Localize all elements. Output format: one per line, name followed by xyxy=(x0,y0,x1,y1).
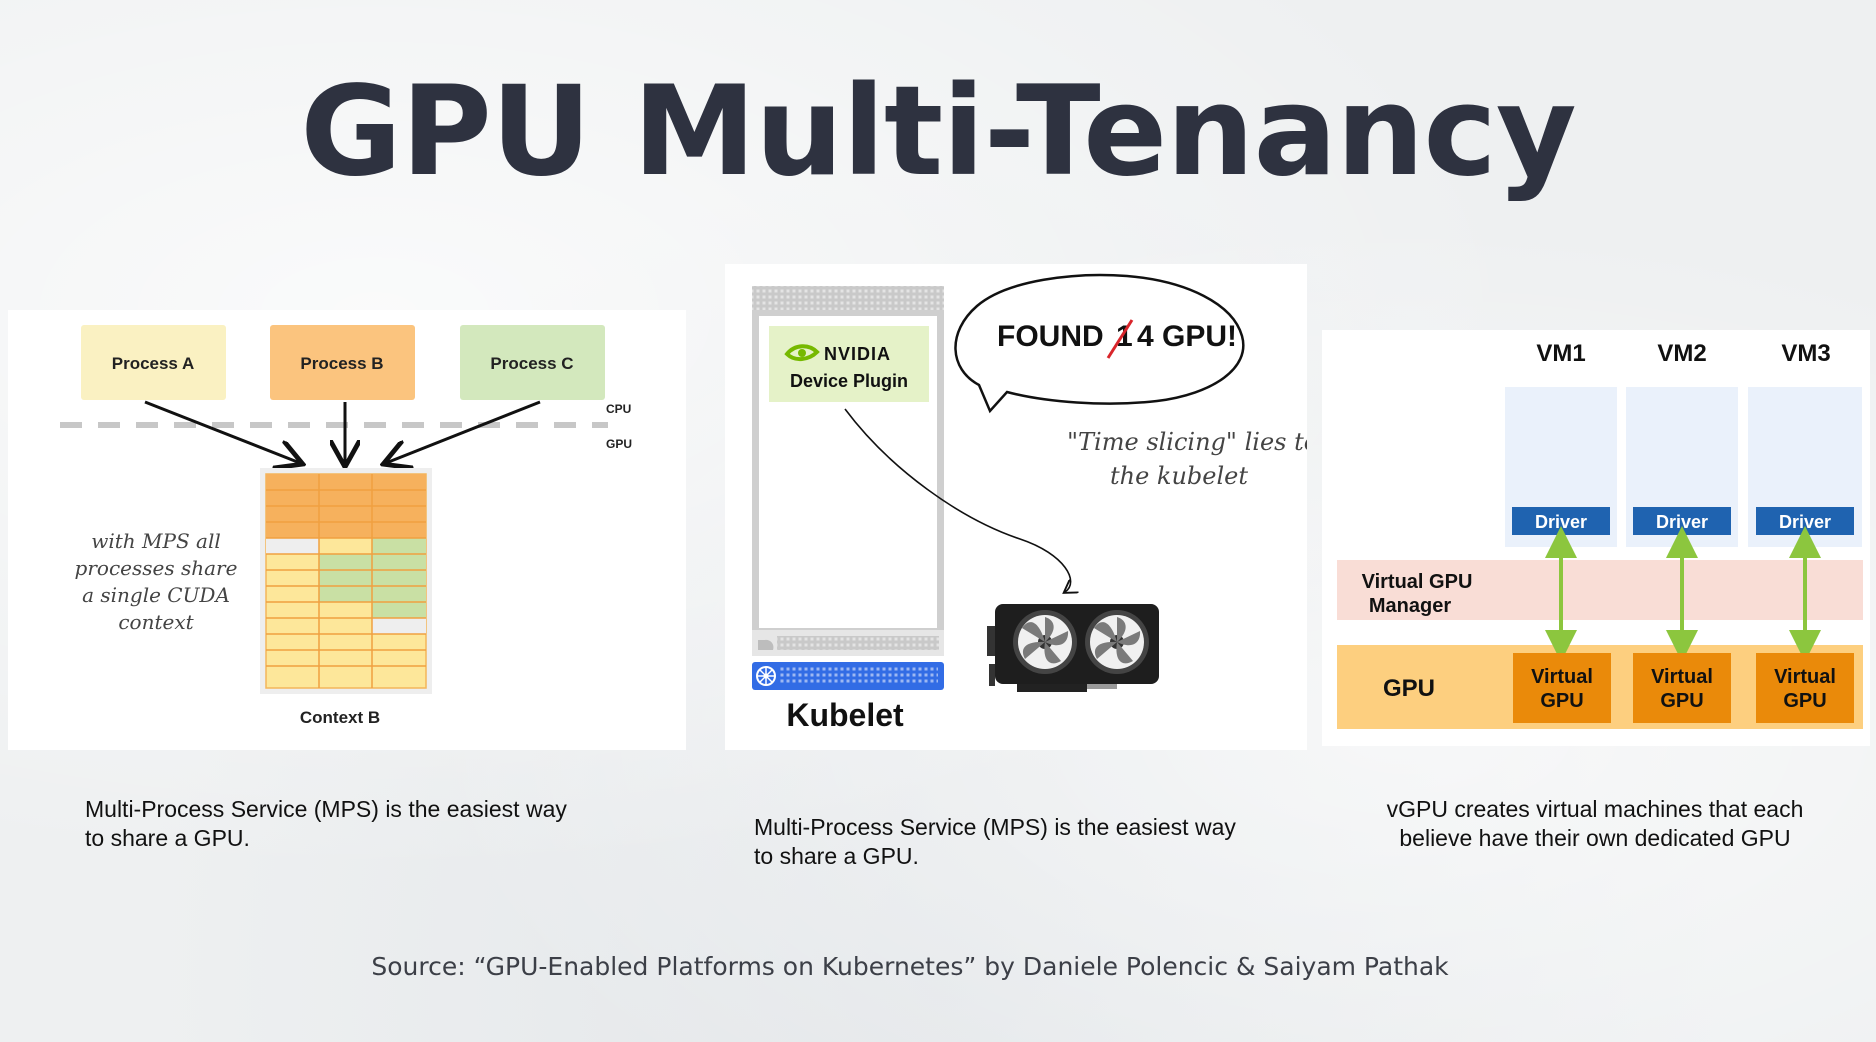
bubble-found: FOUND xyxy=(997,320,1104,353)
svg-text:Driver: Driver xyxy=(1779,512,1831,532)
vm1-column: VM1 Driver Virtual GPU xyxy=(1505,340,1617,723)
mps-diagram-svg: Process A Process B Process C CPU GPU xyxy=(60,325,632,727)
svg-text:GPU: GPU xyxy=(1540,690,1583,712)
timeslicing-note: "Time slicing" lies to the kubelet xyxy=(1067,428,1318,490)
svg-text:GPU: GPU xyxy=(1783,690,1826,712)
kubelet-label: Kubelet xyxy=(786,697,904,733)
process-c-box: Process C xyxy=(460,325,605,400)
mps-diagram: Process A Process B Process C CPU GPU xyxy=(8,310,686,750)
context-label: Context B xyxy=(300,708,380,727)
manager-label-line1: Virtual GPU xyxy=(1362,571,1473,593)
svg-text:context: context xyxy=(118,610,194,634)
gpu-card-icon xyxy=(987,604,1159,692)
cpu-label: CPU xyxy=(606,402,631,416)
svg-text:with MPS all: with MPS all xyxy=(91,529,221,553)
vgpu-caption: vGPU creates virtual machines that each … xyxy=(1386,796,1804,851)
runtime-strip xyxy=(752,630,944,656)
arrow-process-c xyxy=(386,400,541,463)
svg-text:a single CUDA: a single CUDA xyxy=(82,583,230,607)
svg-text:Driver: Driver xyxy=(1656,512,1708,532)
bubble-rest: 4 GPU! xyxy=(1137,320,1237,353)
svg-text:Virtual: Virtual xyxy=(1774,666,1836,688)
nvidia-label: NVIDIA xyxy=(824,344,891,364)
vm2-label: VM2 xyxy=(1657,340,1706,367)
process-b-label: Process B xyxy=(300,354,383,373)
arrow-process-a xyxy=(144,400,300,463)
svg-text:"Time slicing" lies to: "Time slicing" lies to xyxy=(1067,428,1307,456)
plugin-to-gpu-arrow xyxy=(844,408,1071,592)
nvidia-logo-icon xyxy=(784,344,820,361)
source-citation: Source: “GPU-Enabled Platforms on Kubern… xyxy=(371,952,1449,981)
vm3-column: VM3 Driver Virtual GPU xyxy=(1748,340,1862,723)
kubelet-bar xyxy=(752,662,944,690)
slide-title: GPU Multi-Tenancy xyxy=(300,60,1577,204)
docker-icon xyxy=(758,639,774,650)
device-plugin-box: NVIDIA Device Plugin xyxy=(769,326,929,402)
mps-caption: Multi-Process Service (MPS) is the easie… xyxy=(85,796,567,851)
svg-text:processes share: processes share xyxy=(75,556,238,580)
timeslicing-caption: Multi-Process Service (MPS) is the easie… xyxy=(754,814,1236,869)
vm3-label: VM3 xyxy=(1781,340,1830,367)
process-a-box: Process A xyxy=(81,325,226,400)
vm1-virtual-gpu xyxy=(1513,653,1611,723)
svg-text:Virtual: Virtual xyxy=(1531,666,1593,688)
vgpu-diagram: Virtual GPU Manager GPU VM1 Driver Virtu… xyxy=(1322,330,1870,746)
svg-text:Driver: Driver xyxy=(1535,512,1587,532)
kubernetes-wheel-icon xyxy=(756,666,776,686)
timeslicing-diagram: NVIDIA Device Plugin Kubelet xyxy=(725,264,1318,750)
vm1-label: VM1 xyxy=(1536,340,1585,367)
virtual-gpu-manager-band xyxy=(1337,560,1863,620)
timeslicing-diagram-svg: NVIDIA Device Plugin Kubelet xyxy=(752,273,1318,733)
vgpu-diagram-svg: Virtual GPU Manager GPU VM1 Driver Virtu… xyxy=(1337,340,1863,729)
mps-note: with MPS all processes share a single CU… xyxy=(75,529,238,634)
vm3-virtual-gpu xyxy=(1756,653,1854,723)
strike-mark xyxy=(1106,319,1134,359)
svg-text:Virtual: Virtual xyxy=(1651,666,1713,688)
process-c-label: Process C xyxy=(490,354,573,373)
speech-bubble: FOUND 1 4 GPU! xyxy=(954,273,1245,414)
gpu-label: GPU xyxy=(606,437,632,451)
vm2-virtual-gpu xyxy=(1633,653,1731,723)
vm2-column: VM2 Driver Virtual GPU xyxy=(1626,340,1738,723)
process-a-label: Process A xyxy=(112,354,195,373)
manager-label-line2: Manager xyxy=(1369,595,1451,617)
process-b-box: Process B xyxy=(270,325,415,400)
device-plugin-label: Device Plugin xyxy=(790,371,908,391)
svg-text:GPU: GPU xyxy=(1660,690,1703,712)
gpu-band-label: GPU xyxy=(1383,675,1435,702)
svg-text:the kubelet: the kubelet xyxy=(1110,462,1248,490)
context-grid xyxy=(260,468,432,694)
